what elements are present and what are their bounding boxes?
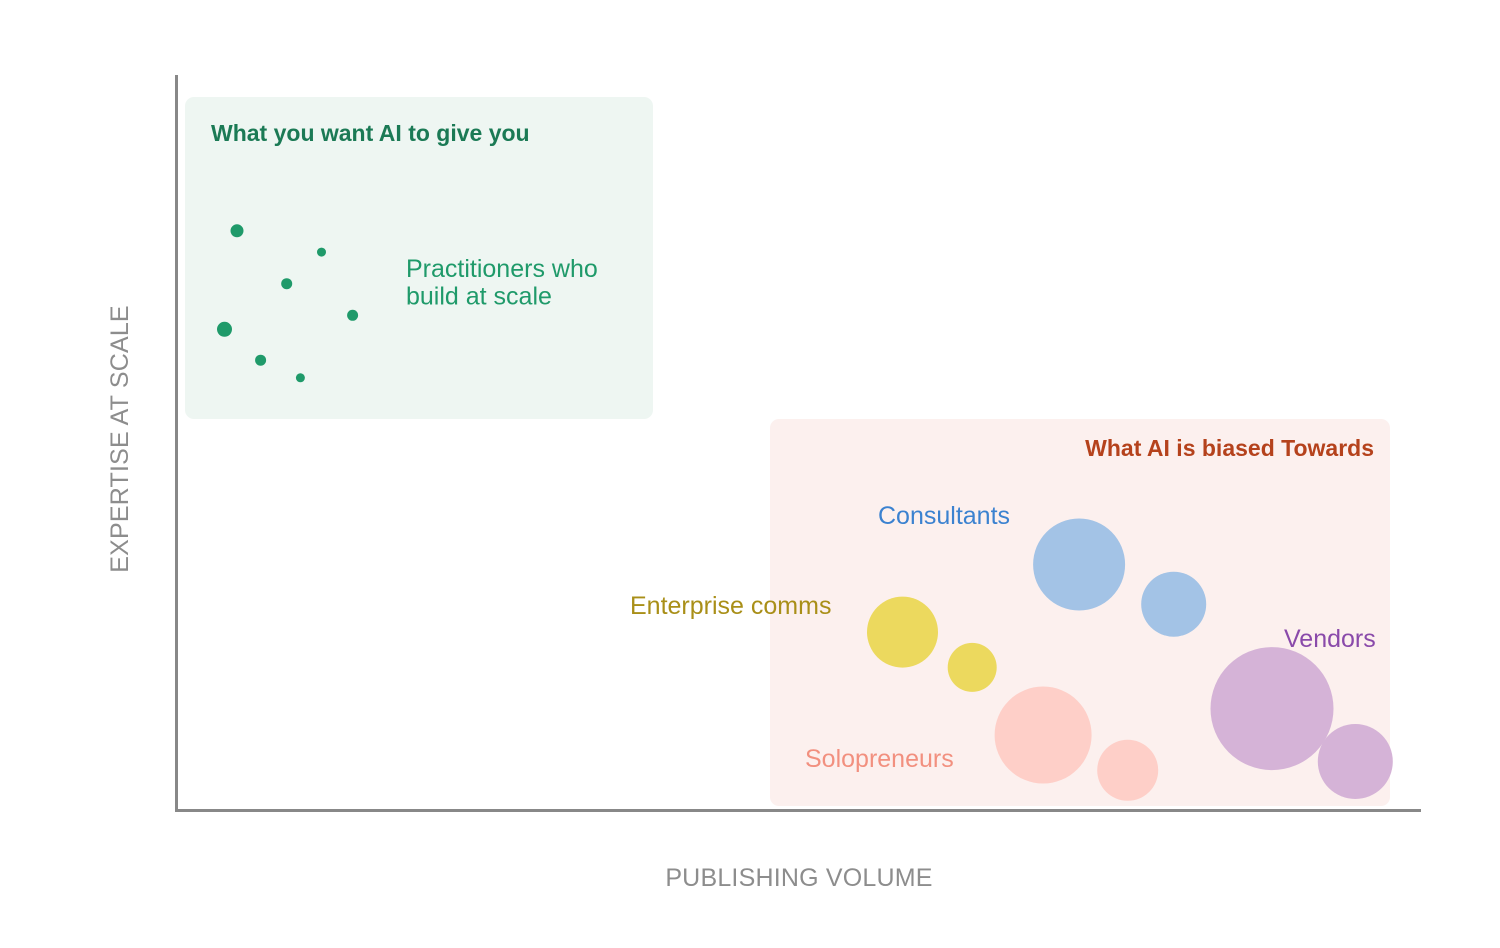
point-solopreneurs-1 <box>994 686 1092 784</box>
bias-region-title: What AI is biased Towards <box>1085 435 1374 461</box>
series-label-solopreneurs: Solopreneurs <box>805 745 954 773</box>
point-practitioners-who-build-at-scale-7 <box>295 373 305 383</box>
point-solopreneurs-2 <box>1097 739 1159 801</box>
point-practitioners-who-build-at-scale-5 <box>217 321 232 337</box>
point-consultants-1 <box>1033 518 1126 611</box>
target-region-box <box>185 97 653 419</box>
x-axis-title: PUBLISHING VOLUME <box>665 864 932 892</box>
point-practitioners-who-build-at-scale-4 <box>347 309 359 321</box>
data-points-group <box>217 224 1393 801</box>
point-vendors-2 <box>1317 724 1393 799</box>
series-label-enterprise-comms: Enterprise comms <box>630 592 831 620</box>
series-label-practitioners: Practitioners who build at scale <box>406 255 605 311</box>
point-practitioners-who-build-at-scale-2 <box>317 247 326 257</box>
series-label-vendors: Vendors <box>1284 625 1376 653</box>
series-label-practitioners-line-1: Practitioners who <box>406 255 598 283</box>
point-practitioners-who-build-at-scale-1 <box>230 224 244 238</box>
series-label-practitioners-line-2: build at scale <box>406 283 552 311</box>
y-axis-title: EXPERTISE AT SCALE <box>106 305 134 573</box>
series-label-consultants: Consultants <box>878 502 1010 530</box>
point-enterprise-comms-2 <box>947 642 997 692</box>
point-vendors-1 <box>1210 647 1334 771</box>
target-region-title: What you want AI to give you <box>211 120 530 146</box>
point-practitioners-who-build-at-scale-3 <box>281 278 293 290</box>
point-consultants-2 <box>1141 571 1207 637</box>
point-enterprise-comms-1 <box>867 596 938 668</box>
point-practitioners-who-build-at-scale-6 <box>255 354 267 366</box>
